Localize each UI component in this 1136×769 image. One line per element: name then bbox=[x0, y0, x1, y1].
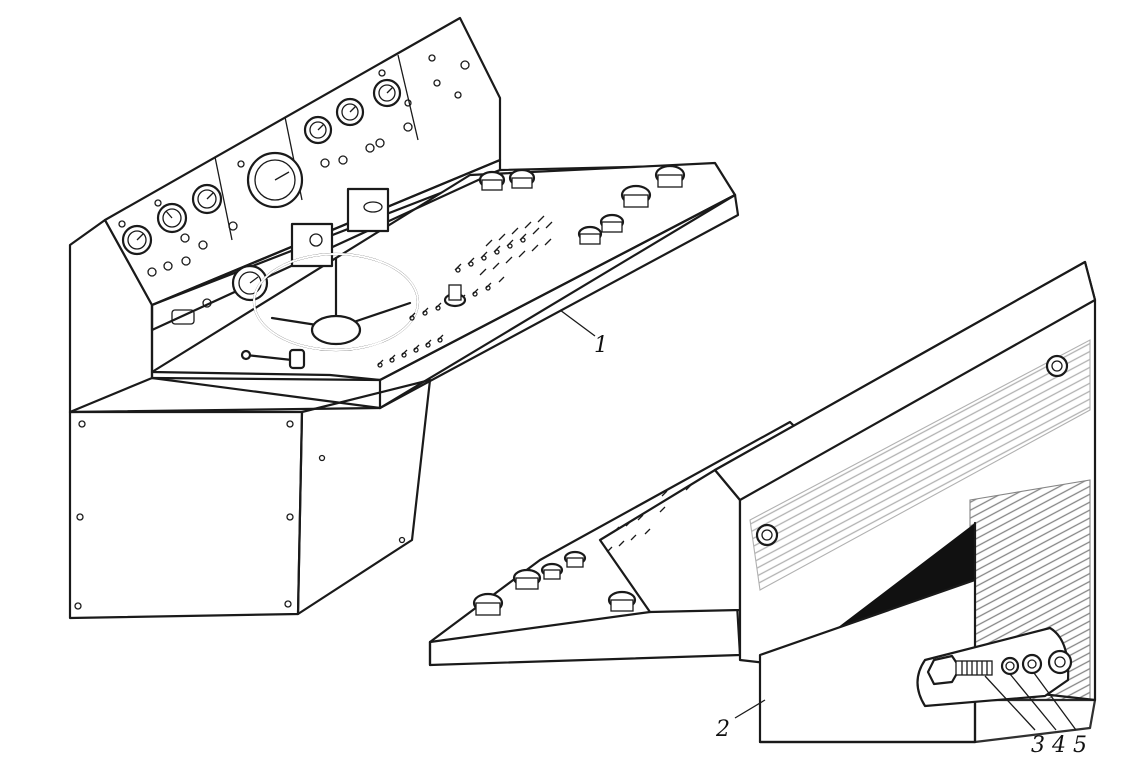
gauge-icon bbox=[231, 264, 269, 302]
callout-5: 5 bbox=[1073, 733, 1087, 758]
console-2-opening bbox=[795, 523, 975, 660]
washer-icon bbox=[1000, 656, 1020, 676]
console-1-cabinet-front bbox=[68, 410, 304, 620]
grommet-icon bbox=[1047, 649, 1073, 675]
gauge-icon bbox=[335, 97, 365, 127]
console-1-indicator-lamps bbox=[118, 54, 470, 308]
control-lever[interactable] bbox=[240, 348, 306, 370]
console-1-push-buttons bbox=[478, 164, 686, 245]
callout-4: 4 bbox=[1051, 733, 1066, 758]
console-1-instrument-panel bbox=[103, 16, 502, 307]
callouts: 1 2 3 4 5 bbox=[559, 309, 1087, 758]
gauge-icon bbox=[121, 224, 153, 256]
console-2-toggle-switches bbox=[606, 484, 692, 553]
bolt-assembly bbox=[916, 626, 1073, 708]
gauge-icon bbox=[191, 183, 223, 215]
gauge-icon bbox=[303, 115, 333, 145]
console-1-cabinet-screws bbox=[74, 420, 406, 610]
console-1 bbox=[68, 16, 740, 620]
bolt-icon bbox=[926, 654, 993, 686]
gauge-icon bbox=[156, 202, 188, 234]
console-1-gauges bbox=[121, 78, 402, 302]
console-1-toggle-switches bbox=[377, 215, 553, 368]
callout-2: 2 bbox=[715, 717, 730, 742]
speedometer-icon bbox=[246, 151, 304, 209]
steering-wheel[interactable] bbox=[252, 252, 420, 352]
console-1-knob[interactable] bbox=[443, 284, 467, 308]
nut-icon bbox=[1021, 653, 1043, 675]
gauge-icon bbox=[372, 78, 402, 108]
console-1-desk-edge bbox=[378, 193, 740, 410]
callout-1: 1 bbox=[594, 333, 608, 358]
console-2 bbox=[428, 260, 1097, 744]
console-1-cabinet-side bbox=[296, 378, 432, 616]
console-2-grommets bbox=[755, 354, 1069, 547]
console-2-push-buttons bbox=[472, 550, 637, 616]
callout-3: 3 bbox=[1031, 733, 1045, 758]
